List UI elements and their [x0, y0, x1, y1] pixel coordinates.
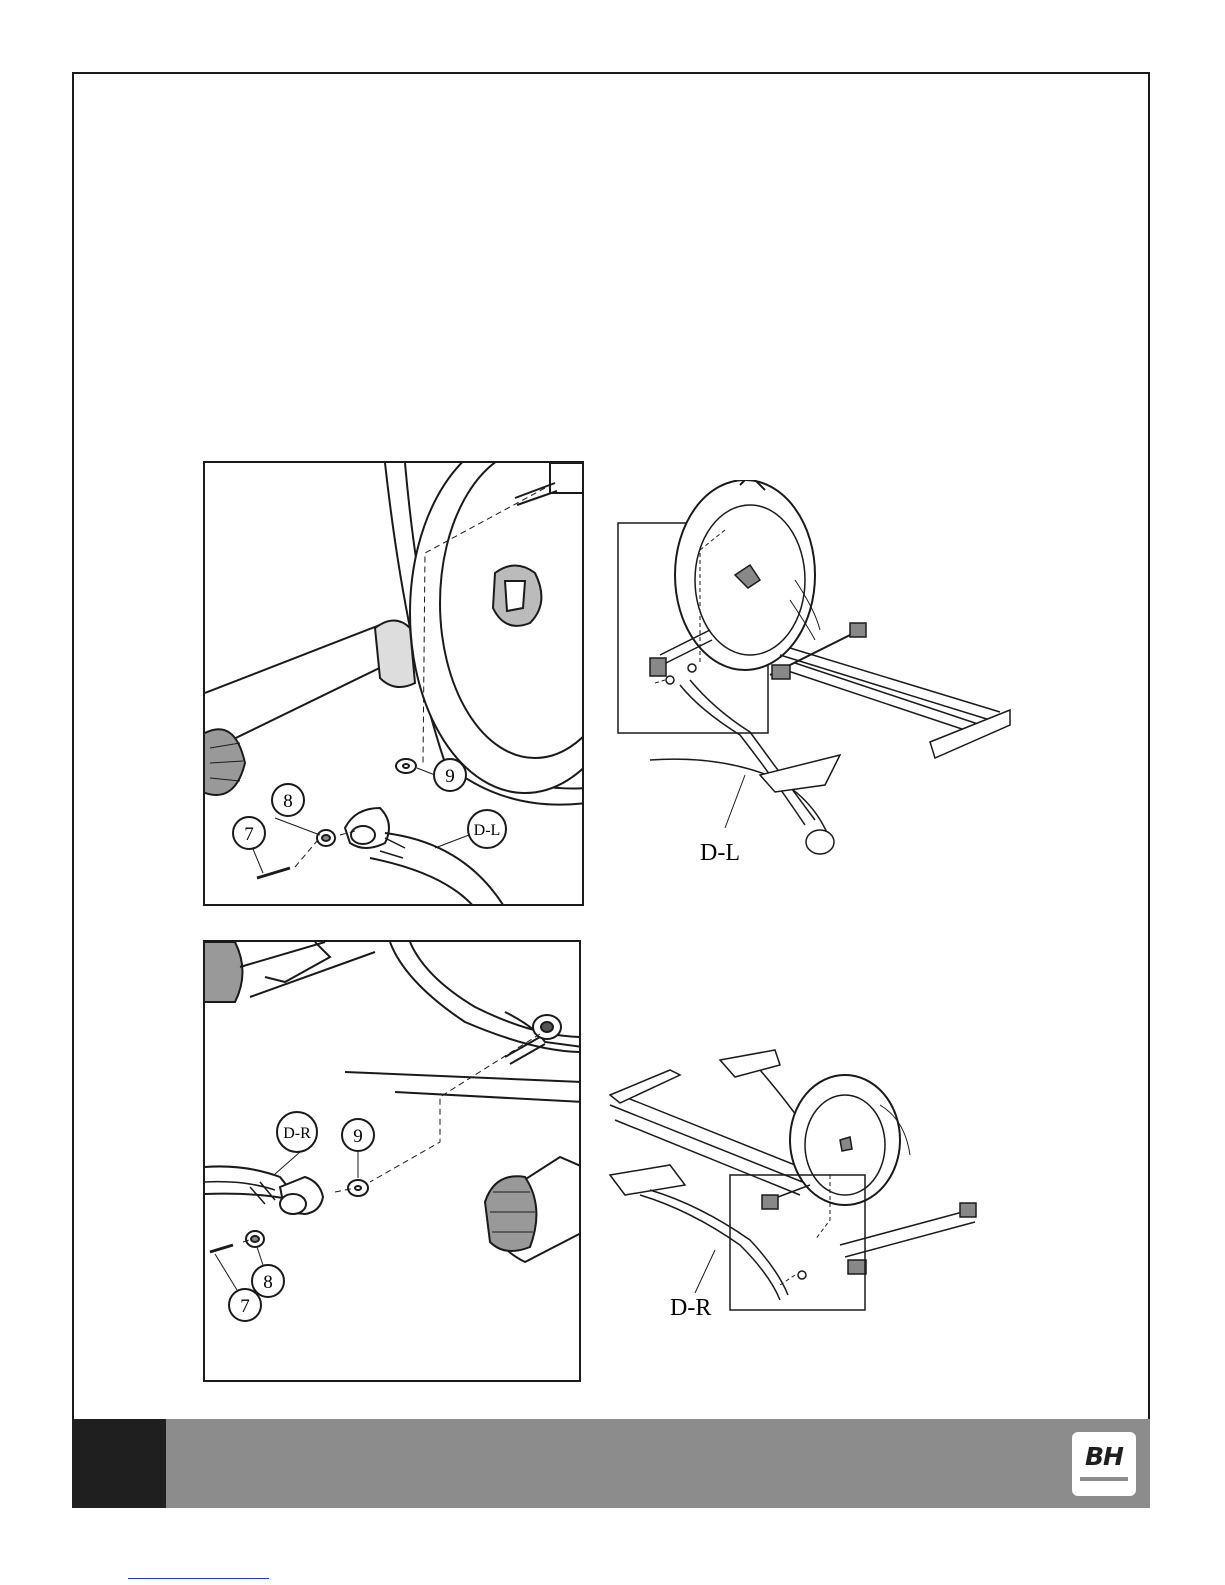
- footer-bar: BH: [166, 1419, 1150, 1508]
- callout-7: 7: [244, 824, 254, 845]
- overview-right-drawing: D-R: [590, 1045, 1010, 1345]
- part-label-d-l: D-L: [700, 840, 740, 866]
- part-label-d-r: D-R: [670, 1295, 711, 1321]
- callout-8: 8: [263, 1272, 273, 1293]
- bh-logo-underline: [1080, 1477, 1128, 1481]
- callout-8: 8: [283, 791, 293, 812]
- overview-right-machine: D-R: [590, 1045, 1010, 1345]
- footer-page-number-block: [72, 1419, 166, 1508]
- bh-logo-text: BH: [1072, 1442, 1136, 1471]
- detail-left-drawing: 8 7 9 D-L: [205, 463, 584, 906]
- detail-left-pedal-arm: 8 7 9 D-L: [203, 461, 584, 906]
- callout-part-d-l: D-L: [474, 822, 501, 839]
- callout-part-d-r: D-R: [283, 1125, 311, 1142]
- link-underline: [128, 1578, 269, 1579]
- overview-left-drawing: D-L: [600, 480, 1040, 880]
- overview-left-machine: D-L: [600, 480, 1040, 880]
- detail-right-drawing: D-R 9 8 7: [205, 942, 581, 1382]
- callout-9: 9: [445, 766, 455, 787]
- callout-7: 7: [240, 1296, 250, 1317]
- bh-logo: BH: [1072, 1432, 1136, 1496]
- detail-right-pedal-arm: D-R 9 8 7: [203, 940, 581, 1382]
- callout-9: 9: [353, 1126, 363, 1147]
- page-footer: BH: [72, 1419, 1150, 1508]
